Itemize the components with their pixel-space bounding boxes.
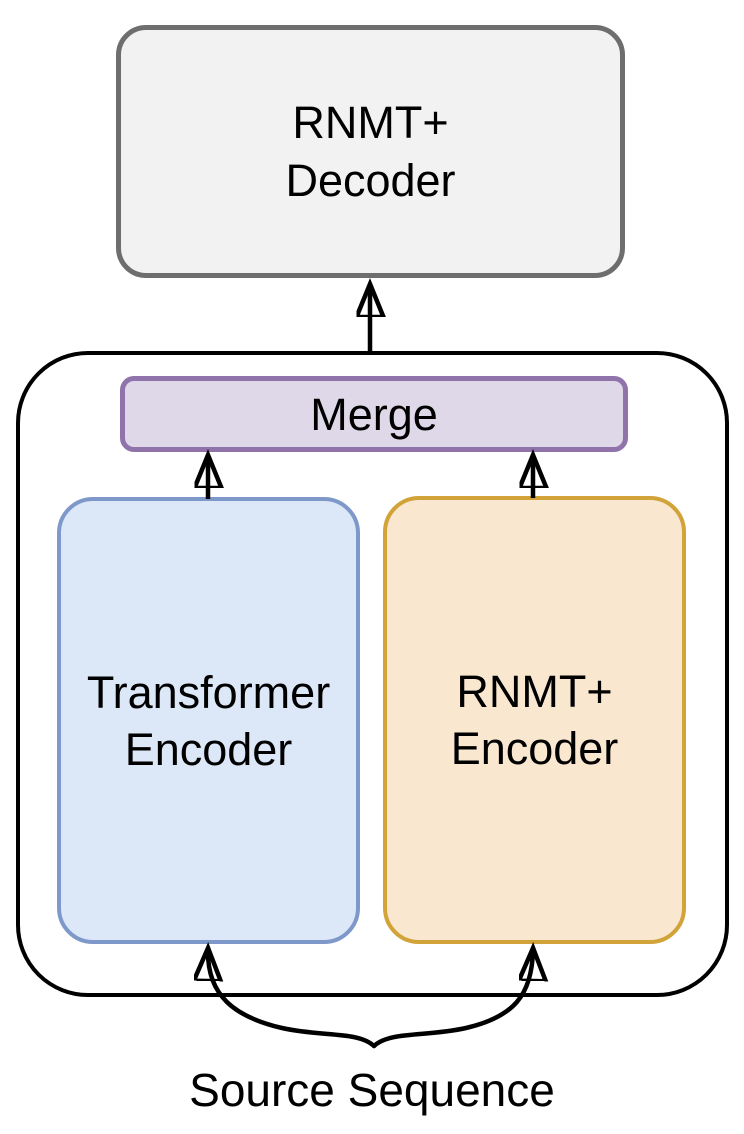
- rnmt-encoder-label-line1: RNMT+: [456, 666, 613, 717]
- source-sequence-label: Source Sequence: [189, 1064, 555, 1116]
- merge-node: Merge: [120, 376, 628, 452]
- transformer-encoder-label-line2: Encoder: [124, 723, 293, 775]
- transformer-encoder-node: Transformer Encoder: [57, 497, 360, 944]
- transformer-encoder-label-line1: Transformer: [86, 666, 331, 718]
- merge-label: Merge: [310, 388, 438, 440]
- decoder-node: RNMT+ Decoder: [116, 25, 625, 278]
- decoder-label-line2: Decoder: [285, 154, 456, 206]
- decoder-label-line1: RNMT+: [292, 96, 449, 148]
- rnmt-encoder-label-line2: Encoder: [450, 723, 619, 774]
- rnmt-encoder-node: RNMT+ Encoder: [383, 496, 686, 944]
